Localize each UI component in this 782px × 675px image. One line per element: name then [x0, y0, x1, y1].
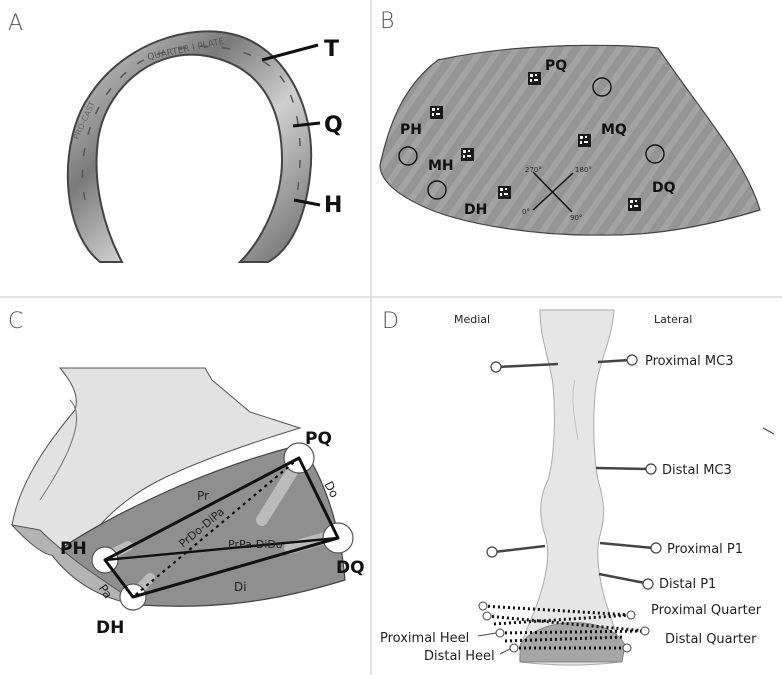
- label-diagonal-2: PrPa-DiDo: [228, 538, 283, 551]
- pin-distal-p1: [598, 572, 646, 585]
- hoof-marker-lines: [482, 604, 646, 650]
- leader-proximal-heel: [477, 632, 497, 637]
- ball-hoof-2: [482, 611, 492, 621]
- label-c-pq: PQ: [305, 429, 332, 449]
- label-lateral: Lateral: [654, 313, 692, 326]
- panel-c: C PQ DQ PH DH Pr Di Pa Do PrDo-DiPa PrPa…: [8, 309, 365, 638]
- marker-mq: [645, 144, 665, 164]
- pin-proximal-p1-medial: [493, 544, 546, 554]
- nail-holes: [81, 45, 301, 201]
- marker-pq: [592, 77, 612, 97]
- panel-d: D Medial Lateral Proximal MC3 Distal MC3…: [380, 309, 775, 666]
- horseshoe-body: [66, 30, 313, 263]
- label-distal-heel: Distal Heel: [424, 649, 495, 664]
- quarter-pointer: [292, 121, 321, 128]
- label-proximal-mc3: Proximal MC3: [645, 354, 733, 369]
- sensor-mh: [461, 148, 474, 161]
- label-b-dh: DH: [464, 202, 487, 218]
- panel-a: A QUARTER I PLATE PRO-CAST T Q H: [8, 11, 343, 263]
- label-b-pq: PQ: [545, 58, 567, 74]
- bone-detail: [572, 379, 579, 441]
- ball-proximal-p1: [650, 542, 662, 554]
- marker-quadrilateral: [103, 456, 340, 599]
- label-do: Do: [321, 479, 341, 500]
- ball-proximal-quarter: [626, 610, 636, 620]
- ball-proximal-p1-medial: [486, 546, 498, 558]
- label-quarter: Q: [324, 113, 343, 138]
- ball-distal-quarter: [640, 626, 650, 636]
- stray-mark: [762, 427, 775, 435]
- label-medial: Medial: [454, 313, 490, 326]
- horseshoe: QUARTER I PLATE PRO-CAST: [66, 30, 313, 263]
- pin-proximal-mc3-medial: [496, 362, 559, 369]
- angle-90: 90°: [570, 214, 582, 222]
- hoof-sole: [379, 44, 761, 236]
- label-b-mq: MQ: [601, 122, 627, 138]
- ball-distal-mc3: [645, 463, 657, 475]
- sensor-dq: [628, 198, 641, 211]
- ball-proximal-mc3: [626, 354, 638, 366]
- label-b-mh: MH: [428, 158, 454, 174]
- pin-proximal-p1-lateral: [599, 541, 654, 550]
- ball-hoof-1: [478, 601, 488, 611]
- panel-d-letter: D: [382, 309, 399, 334]
- label-pa: Pa: [96, 582, 116, 602]
- leader-distal-heel: [499, 648, 511, 655]
- heel-pointer: [293, 198, 321, 207]
- limb-bones: [519, 309, 622, 666]
- ball-proximal-heel: [495, 628, 505, 638]
- label-distal-p1: Distal P1: [659, 577, 716, 592]
- angle-cross: [532, 171, 574, 213]
- panel-b: B PQ PH MQ MH DQ DH 270° 180° 0° 90°: [379, 9, 761, 236]
- ball-proximal-mc3-medial: [490, 361, 502, 373]
- panel-c-letter: C: [8, 309, 23, 334]
- diagonal-prdo-dipa: [132, 457, 300, 598]
- panel-a-letter: A: [8, 11, 23, 36]
- marker-ph: [398, 146, 418, 166]
- label-toe: T: [324, 37, 339, 62]
- label-proximal-p1: Proximal P1: [667, 542, 743, 557]
- sensor-mq: [578, 134, 591, 147]
- pin-proximal-mc3-lateral: [597, 358, 631, 364]
- sensor-dh: [498, 186, 511, 199]
- label-heel: H: [324, 193, 342, 218]
- ball-distal-heel: [509, 643, 519, 653]
- hoof-wall-line: [39, 399, 78, 501]
- label-proximal-heel: Proximal Heel: [380, 631, 469, 646]
- label-c-dh: DH: [96, 618, 124, 638]
- sensor-ph: [430, 106, 443, 119]
- label-c-ph: PH: [60, 539, 87, 559]
- ball-distal-p1: [642, 578, 654, 590]
- diagonal-prpa-dido: [104, 536, 339, 562]
- label-c-dq: DQ: [336, 558, 365, 578]
- label-distal-quarter: Distal Quarter: [665, 632, 757, 647]
- ball-hoof-7: [622, 643, 632, 653]
- label-b-ph: PH: [400, 122, 422, 138]
- angle-0: 0°: [522, 208, 530, 216]
- label-di: Di: [234, 580, 247, 594]
- hoof-heel-bulb: [10, 524, 141, 606]
- label-pr: Pr: [197, 489, 209, 503]
- toe-pointer: [261, 43, 319, 62]
- angle-270: 270°: [525, 166, 542, 174]
- sensor-pq: [528, 72, 541, 85]
- label-distal-mc3: Distal MC3: [662, 463, 732, 478]
- marker-dh: [427, 180, 447, 200]
- angle-180: 180°: [575, 166, 592, 174]
- label-proximal-quarter: Proximal Quarter: [651, 603, 762, 618]
- panel-b-letter: B: [380, 9, 394, 34]
- pin-distal-mc3: [595, 466, 649, 471]
- label-b-dq: DQ: [652, 180, 676, 196]
